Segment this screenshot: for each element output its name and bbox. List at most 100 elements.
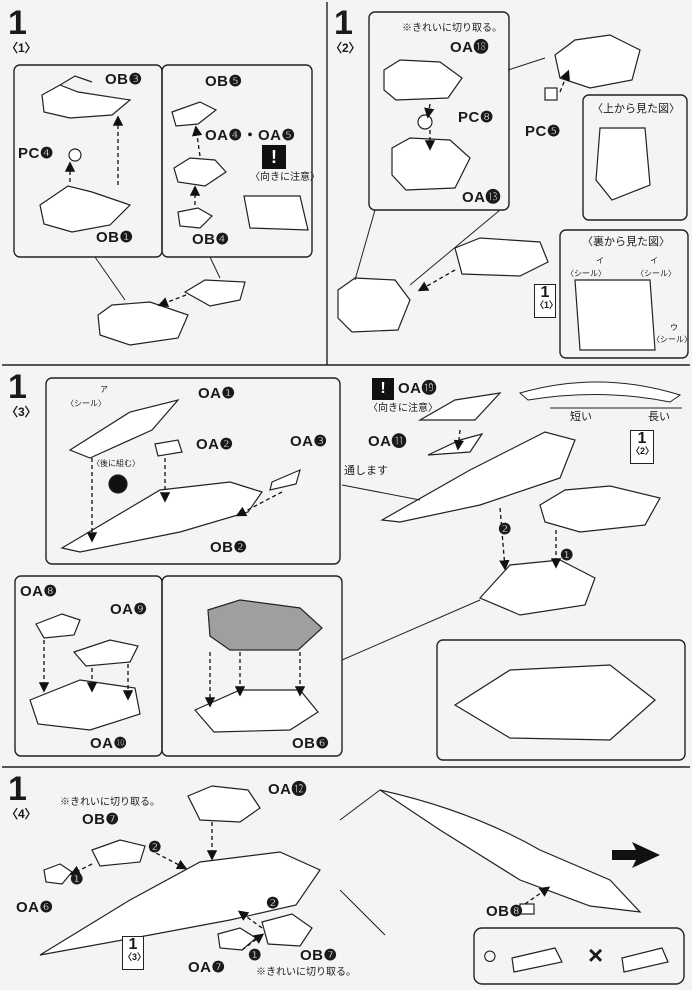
label-ob4: OB❹ [192,231,230,248]
step-ref-1-1: 1 〈1〉 [534,284,559,318]
step-ref-sub: 〈2〉 [631,446,655,456]
part-final-model [379,789,642,913]
seal-mark-a: ア [100,385,108,394]
step-sub-4: 〈4〉 [6,807,37,821]
part-oa8 [35,613,81,639]
part-ob2 [60,481,263,553]
part-mid-assembly [478,559,596,616]
label-ob7-top: OB❼ [82,811,120,828]
label-oa7: OA❼ [188,959,226,976]
seal-text-a: 〈シール〉 [66,399,106,408]
label-oa13: OA⓭ [462,189,502,206]
box-top-view [582,94,688,221]
direction-arrow [612,842,660,868]
long-label: 長い [648,411,670,423]
order-4-1b: ❶ [248,947,262,964]
panel2-parts [337,34,656,351]
label-ob2: OB❷ [210,539,248,556]
caution-icon: ! [262,145,286,169]
box-back-view [559,229,689,359]
part-oa19 [417,392,502,421]
part-oa10 [29,679,141,731]
part-oa11 [427,432,484,456]
cut-ng [621,947,669,973]
caution-icon-3: ! [372,378,394,400]
part-oa-subassy [554,34,641,89]
label-ob8: OB❽ [486,903,524,920]
caution-note-1: 〈向きに注意〉 [250,172,320,183]
part-oa18 [383,59,463,101]
step-ref-1-3: 1 〈3〉 [122,936,147,970]
part-oa6 [43,863,73,885]
box-oa18-assembly [368,11,510,211]
note-clean-cut-2: ※きれいに切り取る。 [402,23,502,34]
label-oa4-oa5: OA❹・OA❺ [205,127,296,144]
panel3-parts [29,392,661,741]
back-view-caption: 〈裏から見た図〉 [582,236,670,248]
label-oa12: OA⓬ [268,781,308,798]
step-ref-num: 1 [637,430,647,447]
box-ok-ng [473,927,685,985]
label-oa9: OA❾ [110,601,148,618]
part-oa9 [72,639,139,667]
part-ob-subassy [183,279,246,307]
label-oa2: OA❷ [196,436,234,453]
part-ob7-top [91,839,146,867]
caution-note-3: 〈向きに注意〉 [368,403,438,414]
part-assembled-2 [337,277,411,333]
part-ob4 [177,207,213,229]
part-ob1 [39,185,132,233]
detail-orientation [243,195,309,231]
part-ob7-bottom [261,913,313,947]
label-pca: PC❹ [18,145,54,162]
order-2: ❷ [498,521,512,538]
step-ref-num: 1 [540,284,550,301]
part-ob6 [194,689,319,733]
step-ref-num: 1 [128,936,138,953]
order-4-2b: ❷ [266,895,280,912]
part-ref-2 [539,485,661,533]
step-sub-2: 〈2〉 [330,41,361,55]
box-oa-assembly [161,64,313,258]
step-ref-sub: 〈3〉 [123,952,147,962]
part-pca [68,148,82,162]
label-oa6: OA❻ [16,899,54,916]
part-oa13 [391,137,471,191]
ok-mark: ○ [482,940,498,970]
step-number-4: 1 [8,770,27,808]
part-wing-upper [454,237,549,277]
step-number-1: 1 [8,4,27,42]
label-oa1: OA❶ [198,385,236,402]
seal-mark-u: ウ [670,323,678,332]
step-number-3: 1 [8,368,27,406]
label-ob1: OB❶ [96,229,134,246]
part-oa1 [68,398,180,459]
label-ob3: OB❸ [105,71,143,88]
cut-ok [511,947,563,973]
box-completed-view [436,639,686,761]
label-oa11: OA⓫ [368,433,408,450]
note-clean-cut-4b: ※きれいに切り取る。 [256,967,356,978]
seal-text-u: 〈シール〉 [652,335,692,344]
part-wing-assembled [380,431,576,523]
part-oa4-oa5 [173,157,227,187]
back-note: 〈後に組む〉 [92,459,140,468]
step-ref-1-2: 1 〈2〉 [630,430,654,464]
note-clean-cut-4a: ※きれいに切り取る。 [60,797,160,808]
step-sub-1: 〈1〉 [6,41,37,55]
panel4-parts [39,785,669,973]
order-4-2a: ❷ [148,839,162,856]
part-ob3 [41,84,132,119]
part-round-rear [108,474,128,494]
part-oa3 [269,468,301,491]
box-wing-assembly [45,377,341,565]
part-main-body [39,851,321,956]
panel1-parts [39,75,309,346]
top-view-caption: 〈上から見た図〉 [592,103,680,115]
part-ob5 [171,101,218,127]
view-back-frame [574,279,656,351]
seal-mark-i-1: イ [596,256,604,265]
step-ref-sub: 〈1〉 [535,300,559,310]
